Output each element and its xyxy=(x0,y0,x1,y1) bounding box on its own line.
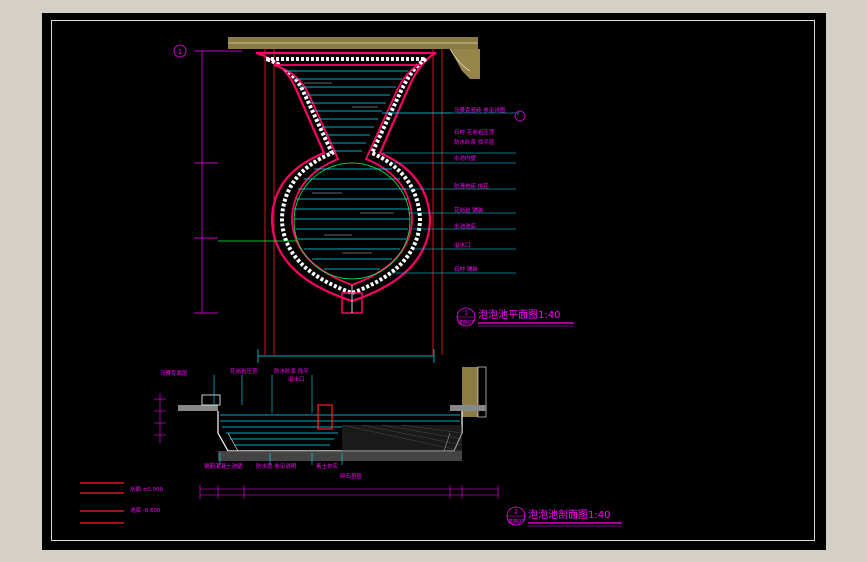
section-right-wall xyxy=(462,367,478,417)
section-label-1: 马赛克面层 xyxy=(160,369,188,377)
plan-title: 泡泡池平面图1:40 xyxy=(478,308,560,321)
grid-bubble-label: 1 xyxy=(178,48,182,56)
sheet-border xyxy=(51,20,815,541)
cad-drawing: 1 马赛克瓷砖 参 xyxy=(80,37,622,527)
section-label-3: 防水砂浆 找平 xyxy=(274,367,309,375)
section-water xyxy=(220,414,460,446)
cornice-profile xyxy=(450,49,480,79)
section-ref: 建施07 xyxy=(508,518,524,525)
legend-label-1: 水面 ±0.000 xyxy=(130,485,164,493)
section-dim-horizontal xyxy=(199,485,499,499)
section-title: 泡泡池剖面图1:40 xyxy=(528,508,610,521)
plan-label-4: 水池内壁 xyxy=(454,154,477,162)
plan-label-2: 石材 花岗岩压顶 xyxy=(454,128,495,136)
section-right-coping xyxy=(450,405,486,411)
section-title-block: 2 建施07 泡泡池剖面图1:40 xyxy=(506,506,622,527)
plan-leaders xyxy=(382,112,519,274)
water-hatch xyxy=(286,70,410,270)
drawing-viewport[interactable]: 1 马赛克瓷砖 参 xyxy=(42,13,826,550)
plan-label-group: 马赛克瓷砖 参见详图 石材 花岗岩压顶 防水砂浆 找平层 水池内壁 防滑地砖 拼… xyxy=(454,106,506,273)
section-label-4: 溢水口 xyxy=(288,375,305,383)
grid-bubble xyxy=(173,44,187,58)
section-label-7: 素土夯实 xyxy=(316,462,339,470)
plan-label-5: 防滑地砖 拼花 xyxy=(454,182,489,190)
plan-label-9: 石材 铺装 xyxy=(454,265,478,273)
section-leaders xyxy=(213,375,343,465)
section-label-8: 碎石垫层 xyxy=(340,472,363,480)
legend: 水面 ±0.000 池底 -0.600 xyxy=(80,482,164,524)
greek-key-border xyxy=(265,57,434,296)
section-foundation xyxy=(218,451,462,461)
plan-ref: 建施07 xyxy=(458,319,474,326)
section-label-6: 防水层 参见说明 xyxy=(256,462,297,470)
section-elev-marks xyxy=(154,393,166,443)
plan-label-3: 防水砂浆 找平层 xyxy=(454,138,495,146)
plan-dim-vertical xyxy=(194,50,242,314)
section-view: 马赛克面层 花岗岩压顶 防水砂浆 找平 溢水口 钢筋混凝土池壁 防水层 参见说明… xyxy=(154,366,622,527)
section-overflow xyxy=(317,404,333,430)
plan-view: 1 马赛克瓷砖 参 xyxy=(173,37,574,363)
section-left-coping xyxy=(178,405,218,411)
plan-label-6: 花岗岩 铺装 xyxy=(454,206,484,214)
inner-green-circle xyxy=(293,162,411,280)
plan-label-7: 水池池底 xyxy=(454,222,477,230)
plan-dim-horizontal xyxy=(257,349,435,363)
section-label-2: 花岗岩压顶 xyxy=(230,367,258,375)
plan-title-block: 1 建施07 泡泡池平面图1:40 xyxy=(456,307,574,327)
plan-label-1: 马赛克瓷砖 参见详图 xyxy=(454,106,506,114)
plan-label-8: 溢水口 xyxy=(454,241,471,249)
section-label-group: 马赛克面层 花岗岩压顶 防水砂浆 找平 溢水口 钢筋混凝土池壁 防水层 参见说明… xyxy=(160,367,363,480)
pool-outline-inner xyxy=(273,64,422,286)
section-index: 2 xyxy=(514,509,518,516)
legend-label-2: 池底 -0.600 xyxy=(130,506,161,514)
plan-index: 1 xyxy=(464,310,468,317)
section-label-5: 钢筋混凝土池壁 xyxy=(204,462,243,470)
